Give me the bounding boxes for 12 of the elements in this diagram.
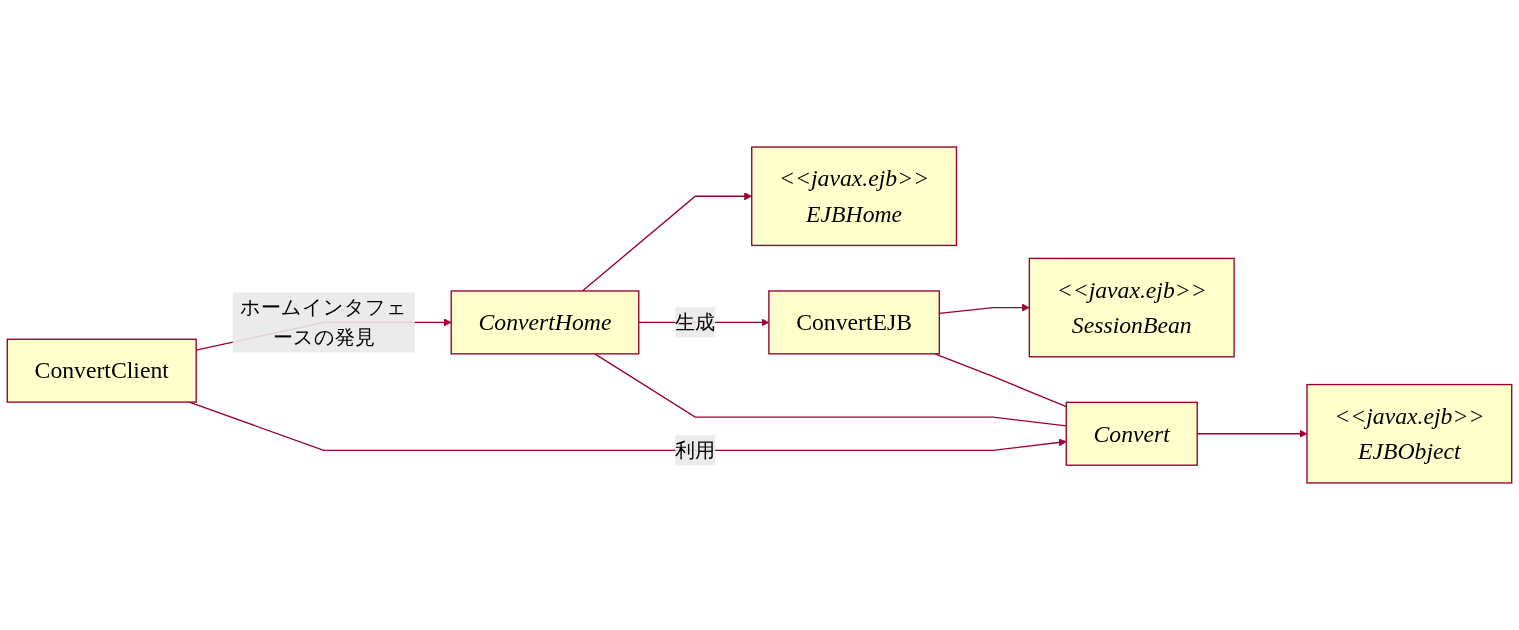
connector <box>594 353 1067 427</box>
edge-label: 生成 <box>675 311 716 334</box>
node-box: <<javax.ejb>> EJBObject <box>1306 383 1513 484</box>
node-box: ConvertHome <box>450 290 640 355</box>
node-box: <<javax.ejb>> SessionBean <box>1028 257 1235 358</box>
edge-label: ホームインタフェースの発見 <box>240 295 408 349</box>
connector <box>934 353 1067 408</box>
node-box: <<javax.ejb>> EJBHome <box>751 146 958 247</box>
node-box: ConvertClient <box>6 338 197 403</box>
edge-label: 利用 <box>675 439 716 462</box>
node-box: ConvertEJB <box>768 290 940 355</box>
node-box: Convert <box>1065 401 1198 466</box>
